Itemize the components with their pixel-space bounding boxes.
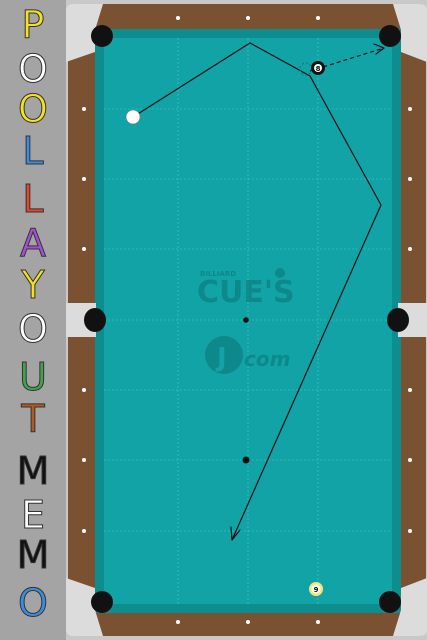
pockets: [84, 25, 409, 613]
cue-path-arrowhead: [230, 526, 241, 541]
title-sidebar: [0, 0, 66, 640]
watermark-logo: BILLIARD CUE'S J com: [197, 268, 295, 374]
shot-path: [132, 42, 385, 541]
eight-ball[interactable]: 8: [311, 61, 325, 75]
pocket-side-right: [387, 308, 409, 332]
title-letter: A: [20, 221, 47, 265]
title-letter: M: [16, 533, 50, 577]
cloth-grid: [104, 38, 392, 604]
pocket-bottom-left: [91, 591, 113, 613]
pocket-top-left: [91, 25, 113, 47]
nine-ball[interactable]: 9: [309, 582, 323, 596]
watermark-j: J: [215, 343, 227, 373]
title-letter: O: [18, 87, 49, 131]
rail-diamonds: [82, 16, 412, 624]
title-letter: E: [20, 493, 45, 537]
watermark-billiard: BILLIARD: [200, 270, 236, 278]
eight-ball-path: [309, 47, 385, 72]
pocket-top-right: [379, 25, 401, 47]
title-letter: O: [18, 307, 49, 351]
title-letter: O: [18, 47, 49, 91]
foot-spot: [242, 456, 250, 464]
title-letter: M: [16, 449, 50, 493]
nine-ball-label: 9: [314, 586, 319, 594]
watermark-cues: CUE'S: [197, 275, 295, 310]
eight-ball-label: 8: [316, 65, 321, 73]
title-letter: O: [18, 581, 49, 625]
watermark-jcom: com: [244, 347, 290, 371]
pocket-frames: [66, 4, 427, 636]
title-letter: L: [22, 129, 44, 173]
cue-ball-path: [132, 42, 382, 541]
watermark-j-circle: [205, 336, 243, 374]
eight-path-arrowhead: [373, 43, 385, 55]
pocket-side-left: [84, 308, 106, 332]
center-spot: [243, 317, 249, 323]
title-letter: L: [22, 177, 44, 221]
title-letter: U: [19, 355, 48, 399]
pocket-bottom-right: [379, 591, 401, 613]
title-letter: Y: [21, 263, 45, 307]
title-letter: T: [21, 397, 45, 441]
cue-ball[interactable]: [125, 109, 141, 125]
title-letter: P: [21, 3, 45, 47]
